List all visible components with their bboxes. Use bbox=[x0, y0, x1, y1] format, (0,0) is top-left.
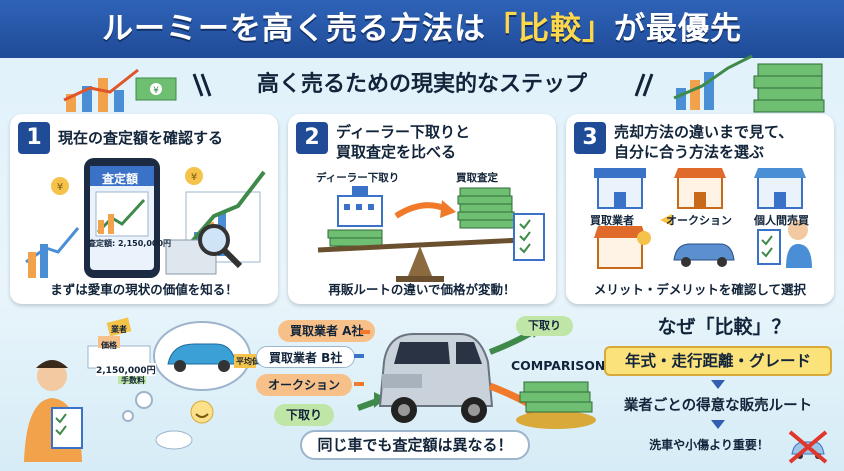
bubble-price: 2,150,000円 bbox=[96, 363, 156, 376]
person-thinking-icon bbox=[24, 317, 256, 462]
step-3-caption: メリット・デメリットを確認して選択 bbox=[593, 282, 807, 297]
why-sales-route: 業者ごとの得意な販売ルート bbox=[623, 398, 813, 414]
step-1-caption: まずは愛車の現状の価値を知る！ bbox=[50, 282, 238, 297]
car-wash-cross-icon bbox=[788, 430, 828, 464]
svg-text:¥: ¥ bbox=[153, 86, 159, 96]
bubble-tag-fee: 手数料 bbox=[121, 376, 145, 385]
bubble-tag-dealer: 業者 bbox=[111, 325, 127, 334]
down-arrow-icon bbox=[711, 380, 725, 389]
step-2-number: 2 bbox=[296, 122, 328, 154]
step-3-card: 3 売却方法の違いまで見て、自分に合う方法を選ぶ 買取業者 オークション 個人間… bbox=[566, 114, 834, 304]
subtitle: 高く売るための現実的なステップ bbox=[256, 72, 587, 97]
step-3-number: 3 bbox=[574, 122, 606, 154]
smartphone-valuation-icon: ¥ ¥ bbox=[25, 158, 266, 278]
car-routes-icon bbox=[354, 322, 596, 429]
sale-methods-icon bbox=[594, 168, 812, 269]
step-2-card: 2 ディーラー下取りと買取査定を比べる ディーラー下取り 買取査定 再販ルートの… bbox=[288, 114, 556, 304]
svg-text:¥: ¥ bbox=[191, 172, 197, 183]
title-highlight: 「比較」 bbox=[486, 11, 614, 47]
route-out-trade-in: 下取り bbox=[516, 316, 573, 336]
screen-amount: 査定額: 2,150,000円 bbox=[88, 239, 172, 248]
step-3-title: 売却方法の違いまで見て、自分に合う方法を選ぶ bbox=[614, 123, 794, 161]
route-dealer-a: 買取業者 A社 bbox=[278, 320, 376, 342]
bubble-tag-price: 価格 bbox=[101, 341, 117, 350]
step-2-title: ディーラー下取りと買取査定を比べる bbox=[336, 123, 470, 161]
header-banner bbox=[0, 0, 844, 58]
why-more-important: 洗車や小傷より重要！ bbox=[649, 438, 769, 452]
step-1-title: 現在の査定額を確認する bbox=[58, 129, 224, 147]
why-factors-box: 年式・走行距離・グレード bbox=[604, 346, 832, 376]
purchase-appraisal-label: 買取査定 bbox=[456, 172, 498, 184]
bottom-message: 同じ車でも査定額は異なる！ bbox=[300, 430, 530, 460]
dealer-trade-in-label: ディーラー下取り bbox=[316, 172, 400, 184]
right-slash-icon bbox=[634, 73, 654, 97]
why-title: なぜ「比較」？ bbox=[657, 316, 791, 338]
route-trade-in: 下取り bbox=[274, 404, 335, 426]
bubble-tag-average: 平均価 bbox=[236, 357, 260, 366]
option-private-label: 個人間売買 bbox=[754, 214, 809, 227]
comparison-label: COMPARISON bbox=[511, 358, 606, 373]
down-arrow-icon-2 bbox=[711, 420, 725, 429]
growth-chart-icon: ¥ bbox=[63, 68, 177, 112]
page-title: ルーミーを高く売る方法は「比較」が最優先 bbox=[102, 11, 742, 47]
comparison-scale-icon bbox=[317, 186, 545, 282]
money-stack-icon bbox=[673, 54, 825, 113]
step-2-caption: 再販ルートの違いで価格が変動！ bbox=[328, 282, 516, 297]
left-slash-icon bbox=[192, 73, 212, 97]
route-auction: オークション bbox=[256, 374, 353, 396]
option-auction-label: オークション bbox=[666, 214, 732, 227]
step-1-number: 1 bbox=[18, 122, 50, 154]
svg-text:¥: ¥ bbox=[57, 182, 63, 193]
screen-title: 査定額 bbox=[102, 172, 139, 186]
step-1-card: 1 現在の査定額を確認する ¥ ¥ 査定額 査定額: 2,150,000円 まず… bbox=[10, 114, 278, 304]
option-dealer-label: 買取業者 bbox=[590, 214, 634, 227]
